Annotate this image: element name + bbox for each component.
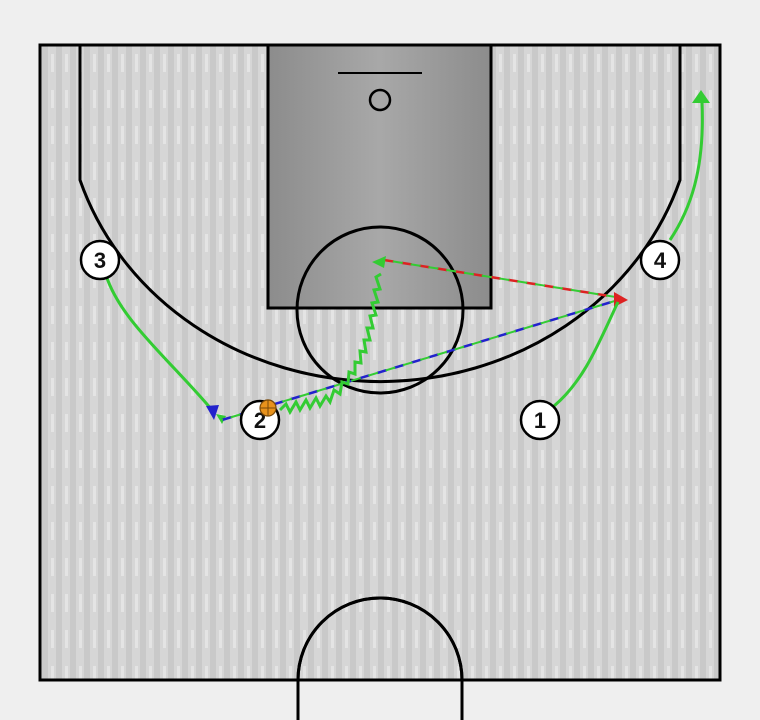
pass-line-blue-overlay (221, 299, 619, 421)
paint-area (268, 45, 491, 308)
three-point-line (78, 45, 682, 384)
arrowhead-icon (692, 90, 710, 103)
cut-path-player-4 (668, 101, 704, 241)
arrowhead-icon (372, 256, 386, 268)
player-3[interactable]: 3 (79, 239, 121, 281)
pass-line-blue (221, 298, 619, 422)
basketball-icon (259, 399, 277, 417)
pass-line-red-overlay (383, 259, 623, 299)
arrowhead-icon (206, 405, 219, 420)
basket-rim (368, 88, 392, 112)
free-throw-lane (266, 43, 493, 310)
play-paths (104, 90, 710, 424)
player-1[interactable]: 1 (519, 399, 561, 441)
player-4[interactable]: 4 (639, 239, 681, 281)
player-3-label: 3 (94, 248, 106, 273)
player-1-label: 1 (534, 408, 546, 433)
cut-path-player-3 (104, 274, 214, 411)
pass-line-red (383, 258, 623, 300)
player-4-label: 4 (654, 248, 667, 273)
center-circle-arc (296, 596, 464, 681)
dribble-path-player-2 (278, 272, 382, 416)
half-court (38, 43, 722, 720)
arrowhead-icon (216, 414, 226, 424)
players: 3 4 2 1 (79, 239, 681, 441)
cut-path-player-1 (553, 301, 620, 408)
free-throw-circle (295, 225, 465, 395)
